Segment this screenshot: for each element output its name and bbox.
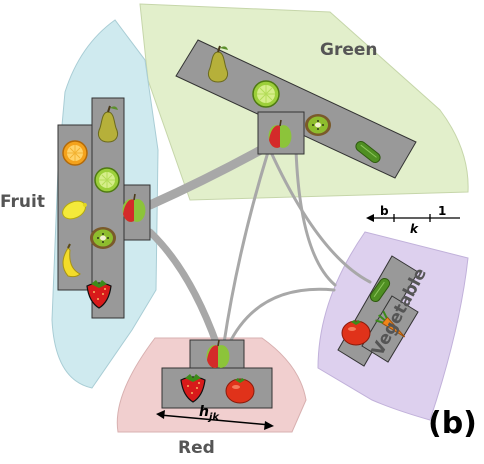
scale-label-k: k <box>410 222 418 236</box>
lime-icon <box>252 80 280 108</box>
edge-label-sub: jk <box>208 411 220 423</box>
lime-icon <box>94 167 120 193</box>
veg-block-short <box>361 295 419 363</box>
kiwi-icon <box>305 114 331 136</box>
group-label-fruit: Fruit <box>0 192 45 212</box>
edge-fruit-green <box>145 141 273 210</box>
edge-label-hjk: hjk <box>199 404 219 423</box>
scale-bar <box>366 214 460 222</box>
edges <box>145 141 372 349</box>
carrot-icon <box>375 310 406 338</box>
group-label-red: Red <box>178 438 215 458</box>
banana-icon <box>62 243 81 278</box>
red-block-bottom <box>161 367 273 409</box>
tomato-icon <box>341 320 371 346</box>
edge-green-red <box>222 150 270 345</box>
cucumber-icon <box>369 277 391 303</box>
pear-icon <box>97 105 119 143</box>
edge-fruit-red <box>146 228 221 349</box>
scale-label-b: b <box>380 204 389 218</box>
edge-green-vegetable <box>268 148 372 284</box>
cucumber-icon <box>355 140 381 164</box>
pear-icon <box>207 45 229 83</box>
tomato-icon <box>225 378 255 404</box>
edge-vegetable-green-curve <box>294 148 337 287</box>
apple-icon <box>122 193 146 222</box>
lemon-icon <box>62 200 87 220</box>
strawberry-icon <box>86 280 112 309</box>
scale-label-one: 1 <box>438 204 447 218</box>
apple-icon <box>206 339 230 368</box>
edge-red-vegetable <box>226 287 336 348</box>
orange-icon <box>62 140 88 166</box>
kiwi-icon <box>90 227 116 249</box>
strawberry-icon <box>180 374 206 403</box>
green-block-top <box>175 39 417 179</box>
apple-icon <box>268 119 292 148</box>
figure-label: (b) <box>428 406 477 441</box>
hjk-arrow <box>156 410 274 430</box>
edge-label-main: h <box>199 404 209 420</box>
group-label-green: Green <box>320 40 378 60</box>
